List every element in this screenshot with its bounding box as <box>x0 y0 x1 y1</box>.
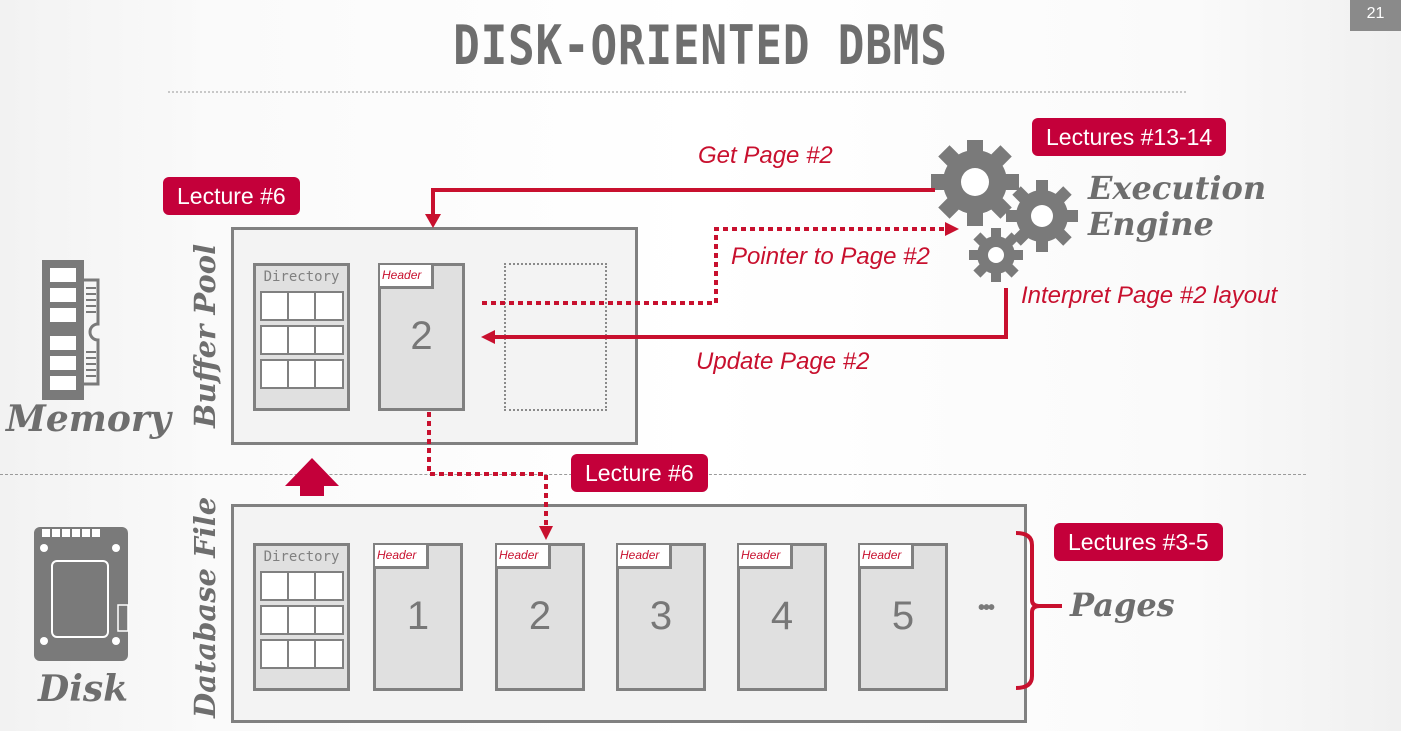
execution-engine-badge: Lectures #13-14 <box>1032 118 1227 156</box>
ram-module-icon <box>42 260 100 400</box>
execution-engine-label: Execution Engine <box>1088 170 1266 242</box>
get-page-arrow <box>431 188 935 222</box>
disk-page-4[interactable]: Header 4 <box>737 543 827 691</box>
get-page-label: Get Page #2 <box>698 142 833 169</box>
page-header: Header <box>739 545 793 569</box>
get-page-arrowhead <box>425 214 441 228</box>
disk-page-5[interactable]: Header 5 <box>858 543 948 691</box>
interpret-label: Interpret Page #2 layout <box>1021 282 1278 309</box>
page-number: 2 <box>410 314 433 358</box>
buffer-pool-badge: Lecture #6 <box>163 177 300 215</box>
page-number: 3 <box>649 594 673 638</box>
execution-engine-line2: Engine <box>1088 205 1214 243</box>
page-header: Header <box>380 265 434 289</box>
pages-badge: Lectures #3-5 <box>1054 523 1223 561</box>
title-divider <box>168 91 1186 93</box>
empty-frame-slot <box>504 263 607 411</box>
directory-label: Directory <box>263 549 340 565</box>
slide-title: DISK-ORIENTED DBMS <box>453 14 948 77</box>
load-up-arrow-shaft <box>300 486 324 496</box>
page-mapping-badge: Lecture #6 <box>571 454 708 492</box>
page-number: 5 <box>891 594 915 638</box>
slide-number: 21 <box>1350 0 1401 31</box>
pointer-label: Pointer to Page #2 <box>731 243 930 270</box>
directory-grid <box>259 571 344 669</box>
ssd-drive-icon <box>34 527 129 661</box>
buffer-pool-label: Buffer Pool <box>188 243 222 428</box>
gears-icon <box>931 140 1078 282</box>
update-page-label: Update Page #2 <box>696 348 870 375</box>
directory-label: Directory <box>263 269 340 285</box>
database-file-directory: Directory <box>253 543 350 691</box>
database-file-frame: Directory Header 1 Header 2 Header 3 Hea… <box>231 504 1027 723</box>
execution-engine-line1: Execution <box>1088 169 1267 207</box>
disk-page-3[interactable]: Header 3 <box>616 543 706 691</box>
database-file-label: Database File <box>188 496 222 718</box>
page-header: Header <box>497 545 551 569</box>
disk-page-1[interactable]: Header 1 <box>373 543 463 691</box>
page-number: 1 <box>406 594 430 638</box>
page-header: Header <box>618 545 672 569</box>
buffer-pool-page-2[interactable]: Header 2 <box>378 263 465 411</box>
page-header: Header <box>860 545 914 569</box>
memory-label: Memory <box>6 398 171 440</box>
buffer-pool-directory: Directory <box>253 263 350 411</box>
more-pages-ellipsis: ••• <box>978 597 995 619</box>
disk-page-2[interactable]: Header 2 <box>495 543 585 691</box>
page-number: 4 <box>770 594 794 638</box>
load-up-arrow <box>285 458 339 496</box>
pages-label: Pages <box>1070 586 1175 624</box>
page-header: Header <box>375 545 429 569</box>
directory-grid <box>259 291 344 389</box>
page-number: 2 <box>528 594 552 638</box>
buffer-pool-frame: Directory Header 2 <box>231 227 638 445</box>
disk-label: Disk <box>38 668 129 710</box>
